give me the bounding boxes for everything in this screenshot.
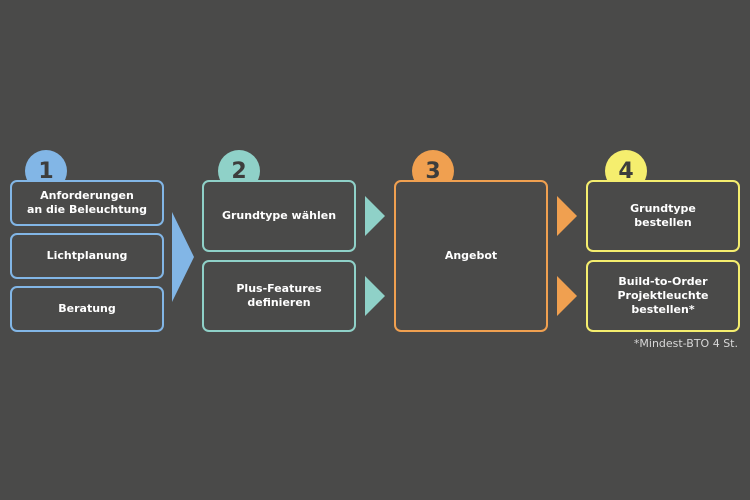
step-2-arrow-bottom-icon — [365, 276, 385, 316]
step-1-arrow-icon — [172, 212, 194, 302]
step-2-box-plus-features: Plus-Features definieren — [202, 260, 356, 332]
step-4-box-build-to-order-label: Build-to-Order Projektleuchte bestellen* — [617, 275, 709, 316]
step-1-box-lighting-design: Lichtplanung — [10, 233, 164, 279]
step-2-box-base-type-label: Grundtype wählen — [221, 209, 337, 222]
step-1-box-lighting-design-label: Lichtplanung — [46, 249, 128, 262]
step-2-box-plus-features-label: Plus-Features definieren — [236, 282, 322, 309]
step-1-box-requirements: Anforderungen an die Beleuchtung — [10, 180, 164, 226]
step-3-arrow-top-icon — [557, 196, 577, 236]
step-1-box-requirements-label: Anforderungen an die Beleuchtung — [26, 189, 148, 216]
step-1-box-consulting: Beratung — [10, 286, 164, 332]
footnote: *Mindest-BTO 4 St. — [633, 337, 738, 350]
step-3-box-offer: Angebot — [394, 180, 548, 332]
step-4-box-order-base-type: Grundtype bestellen — [586, 180, 740, 252]
step-1-box-consulting-label: Beratung — [58, 302, 116, 315]
step-3-box-offer-label: Angebot — [444, 249, 498, 262]
step-3-arrow-bottom-icon — [557, 276, 577, 316]
step-2-box-base-type: Grundtype wählen — [202, 180, 356, 252]
step-4-box-order-base-type-label: Grundtype bestellen — [630, 202, 696, 229]
step-2-arrow-top-icon — [365, 196, 385, 236]
step-4-box-build-to-order: Build-to-Order Projektleuchte bestellen* — [586, 260, 740, 332]
